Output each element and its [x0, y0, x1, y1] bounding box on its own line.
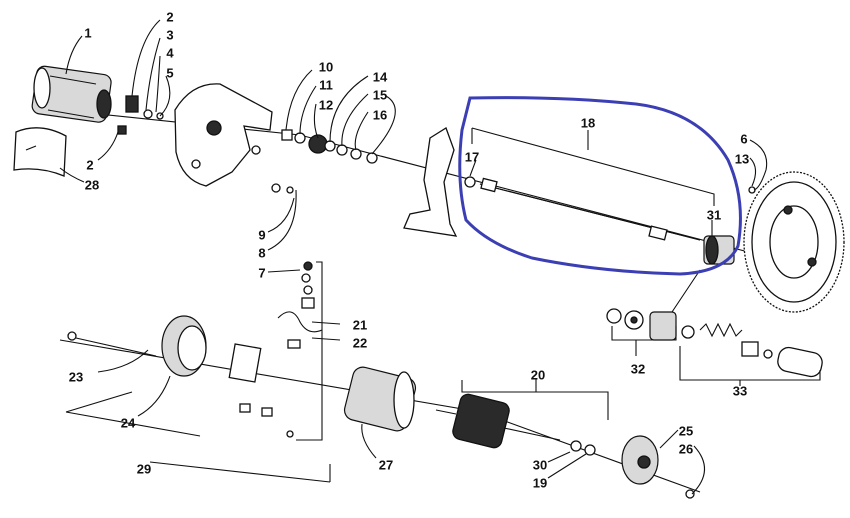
armature-washers	[570, 440, 596, 456]
armature	[435, 393, 561, 449]
pinion-gear	[703, 235, 735, 265]
brush-lead	[277, 311, 323, 349]
callout-33: 33	[733, 383, 747, 398]
drive-shaft	[479, 177, 701, 241]
callout-32: 32	[631, 361, 645, 376]
terminal-nut-stack	[301, 261, 315, 309]
end-cap	[161, 315, 262, 383]
callout-19: 19	[533, 475, 547, 490]
callout-31: 31	[707, 207, 721, 222]
callout-29: 29	[137, 461, 151, 476]
small-gear-parts	[117, 95, 164, 135]
callout-2: 2	[166, 9, 173, 24]
highlight-outline	[458, 96, 742, 276]
callout-22: 22	[353, 335, 367, 350]
callout-18: 18	[581, 115, 595, 130]
callout-13: 13	[735, 151, 749, 166]
callout-6: 6	[740, 131, 747, 146]
callout-20: 20	[531, 367, 545, 382]
through-bolt	[67, 331, 157, 357]
callout-27: 27	[379, 457, 393, 472]
callout-28: 28	[85, 177, 99, 192]
callout-30: 30	[533, 457, 547, 472]
mounting-bracket	[174, 83, 273, 187]
small-bolts	[271, 183, 294, 194]
callout-16: 16	[373, 107, 387, 122]
callout-26: 26	[679, 441, 693, 456]
brush-parts	[239, 403, 294, 438]
callout-21: 21	[353, 317, 367, 332]
callout-23: 23	[69, 369, 83, 384]
callout-3: 3	[166, 27, 173, 42]
bearing-washer-stack	[281, 129, 378, 164]
callout-9: 9	[258, 227, 265, 242]
starter-motor	[31, 65, 112, 123]
end-plate	[621, 435, 695, 499]
drive-washer-set	[606, 308, 677, 341]
callout-11: 11	[319, 77, 333, 92]
callout-24: 24	[121, 415, 136, 430]
motor-housing	[343, 366, 417, 432]
callout-labels: 1234522810111214151698721221817316133233…	[69, 9, 749, 490]
callout-5: 5	[166, 65, 173, 80]
callout-10: 10	[319, 59, 333, 74]
callout-2: 2	[86, 157, 93, 172]
callout-4: 4	[166, 45, 174, 60]
callout-25: 25	[679, 423, 693, 438]
spring-assembly	[681, 322, 823, 378]
callout-17: 17	[465, 149, 479, 164]
callout-14: 14	[373, 69, 388, 84]
callout-12: 12	[319, 97, 333, 112]
support-clip	[403, 127, 476, 237]
callout-7: 7	[258, 265, 265, 280]
motor-cover	[13, 127, 67, 177]
callout-8: 8	[258, 245, 265, 260]
callout-15: 15	[373, 87, 387, 102]
callout-1: 1	[84, 25, 91, 40]
leader-lines	[59, 19, 821, 495]
ring-gear	[743, 171, 845, 313]
